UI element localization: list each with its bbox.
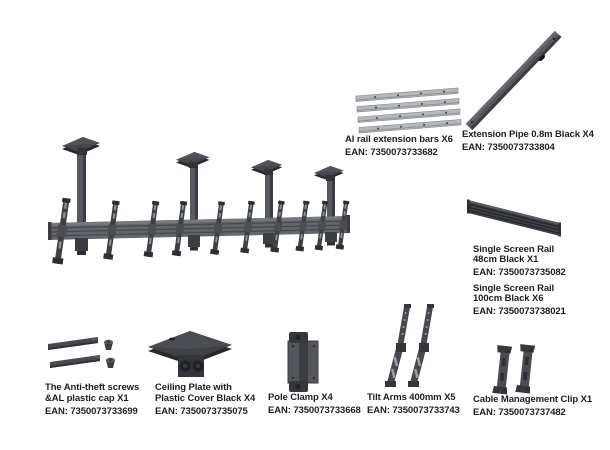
part-ean: EAN: 7350073733804: [462, 142, 555, 153]
part-ean: EAN: 7350073733682: [345, 147, 438, 158]
al-rail-extension-bars-image: [355, 87, 462, 134]
pole-clamp-label-block: Pole Clamp X4 EAN: 7350073733668: [268, 392, 361, 416]
cable-clip-label-block: Cable Management Clip X1 EAN: 7350073737…: [473, 394, 592, 418]
part-label-line2: 100cm Black X6: [473, 293, 544, 304]
cable-management-clip-image: [492, 344, 536, 395]
part-label: Pole Clamp X4: [268, 392, 333, 403]
ceiling-plate: [148, 331, 232, 377]
part-ean: EAN: 7350073733668: [268, 405, 361, 416]
rail-100-label-block: Single Screen Rail 100cm Black X6 EAN: 7…: [473, 284, 566, 317]
rail-48-label-block: Single Screen Rail 48cm Black X1 EAN: 73…: [473, 245, 566, 278]
pole-clamp-image: [287, 332, 319, 392]
pipe: [465, 30, 562, 131]
extension-pipe-image: [465, 30, 562, 131]
part-label: Extension Pipe 0.8m Black X4: [462, 129, 594, 140]
part-ean: EAN: 7350073738021: [473, 306, 566, 317]
part-label-line2: 48cm Black X1: [473, 254, 539, 265]
pole-rail-clamp: [75, 232, 337, 255]
anti-theft-screws-image: [48, 337, 115, 368]
tilt-arms-label-block: Tilt Arms 400mm X5 EAN: 7350073733743: [367, 392, 460, 416]
part-ean: EAN: 7350073737482: [473, 407, 566, 418]
ceiling-plate-top: [62, 137, 344, 181]
anti-theft-screw: [104, 339, 115, 368]
single-screen-rail-image: [467, 199, 561, 237]
part-label-line1: The Anti-theft screws: [45, 382, 140, 393]
part-label-line1: Single Screen Rail: [473, 283, 555, 294]
anti-theft-label-block: The Anti-theft screws &AL plastic cap X1…: [45, 382, 139, 417]
ceiling-plate-label-block: Ceiling Plate with Plastic Cover Black X…: [155, 382, 255, 417]
part-label-line1: Single Screen Rail: [473, 244, 555, 255]
part-ean: EAN: 7350073733699: [45, 406, 138, 417]
plastic-cap-bar: [48, 337, 100, 368]
part-label-line1: Ceiling Plate with: [155, 382, 232, 393]
ceiling-mount-assembly-image: [47, 137, 351, 265]
part-ean: EAN: 7350073733743: [367, 405, 460, 416]
al-rail-bars-label-block: Al rail extension bars X6 EAN: 735007373…: [345, 134, 453, 158]
part-label-line2: Plastic Cover Black X4: [155, 393, 256, 404]
part-label: Cable Management Clip X1: [473, 394, 593, 405]
part-ean: EAN: 7350073735082: [473, 267, 566, 278]
extension-pipe-label-block: Extension Pipe 0.8m Black X4 EAN: 735007…: [462, 129, 594, 153]
part-label-line2: &AL plastic cap X1: [45, 393, 129, 404]
aluminum-bar: [355, 87, 462, 134]
ceiling-pole: [77, 148, 335, 226]
black-rail: [467, 199, 561, 237]
tilt-arms-image: [383, 298, 447, 394]
ceiling-plate-image: [148, 331, 232, 377]
part-label: Tilt Arms 400mm X5: [367, 392, 456, 403]
part-label: Al rail extension bars X6: [345, 134, 453, 145]
part-ean: EAN: 7350073735075: [155, 406, 248, 417]
pole-clamp: [287, 332, 319, 392]
